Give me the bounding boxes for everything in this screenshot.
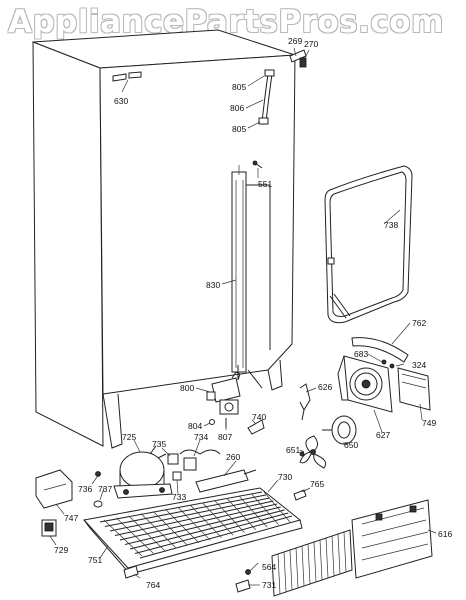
grille-616	[351, 499, 433, 579]
clip-764	[123, 565, 139, 579]
grille-slat	[313, 541, 317, 583]
label-616: 616	[438, 529, 452, 539]
label-805b: 805	[232, 124, 246, 134]
label-747: 747	[64, 513, 78, 523]
washer-804	[209, 419, 215, 425]
label-551: 551	[258, 179, 272, 189]
bracket-740	[247, 419, 265, 435]
grille-slat	[319, 539, 323, 581]
grille-slat	[301, 545, 305, 587]
coil-fin	[140, 513, 177, 549]
label-737: 737	[98, 484, 112, 494]
label-830: 830	[206, 280, 220, 290]
coil-fin	[152, 511, 188, 546]
label-729: 729	[54, 545, 68, 555]
coil-tube	[99, 491, 263, 523]
leader-lines	[49, 47, 437, 586]
motor-bracket	[299, 383, 311, 421]
label-765: 765	[310, 479, 324, 489]
coil-tube	[114, 500, 274, 536]
label-735: 735	[152, 439, 166, 449]
label-650: 650	[344, 440, 358, 450]
grille-slat	[331, 535, 335, 577]
clip-731	[235, 579, 251, 593]
label-733: 733	[172, 492, 186, 502]
condenser-coil	[99, 491, 293, 559]
coil-fin	[128, 515, 166, 552]
label-751: 751	[88, 555, 102, 565]
grille-slat	[343, 531, 347, 573]
coil-fin	[189, 504, 222, 538]
label-749: 749	[422, 418, 436, 428]
coil-fin	[251, 493, 279, 525]
coil-tube	[104, 494, 266, 527]
coil-fin	[214, 500, 245, 533]
label-683: 683	[354, 349, 368, 359]
label-324: 324	[412, 360, 426, 370]
label-731: 731	[262, 580, 276, 590]
compressor	[113, 445, 173, 499]
grille-slat	[289, 549, 293, 591]
coil-fin	[103, 519, 143, 557]
grille-slat	[283, 551, 287, 593]
label-764: 764	[146, 580, 160, 590]
heater-loop	[324, 165, 413, 324]
label-807: 807	[218, 432, 232, 442]
label-730: 730	[278, 472, 292, 482]
water-valve	[206, 371, 241, 415]
coil-fin	[202, 502, 234, 536]
front-grille-564	[271, 529, 353, 597]
label-651: 651	[286, 445, 300, 455]
label-260: 260	[226, 452, 240, 462]
label-800: 800	[180, 383, 194, 393]
label-626: 626	[318, 382, 332, 392]
grille-slat	[307, 543, 311, 585]
grille-slat	[295, 547, 299, 589]
screw-564	[245, 569, 251, 575]
label-736: 736	[78, 484, 92, 494]
coil-fin	[263, 491, 291, 523]
label-734: 734	[194, 432, 208, 442]
label-762: 762	[412, 318, 426, 328]
label-806: 806	[230, 103, 244, 113]
label-564: 564	[262, 562, 276, 572]
part-labels: 630 269 270 805 806 805 551 738 830 762 …	[54, 36, 452, 590]
grommet-737	[93, 500, 103, 508]
coil-fin	[177, 506, 211, 541]
clip-part	[252, 160, 263, 169]
label-270: 270	[304, 39, 318, 49]
fan-motor	[299, 415, 357, 469]
grille-slat	[277, 553, 281, 595]
label-738: 738	[384, 220, 398, 230]
coil-tube	[139, 515, 293, 559]
coil-fin	[226, 498, 257, 531]
drain-tube	[258, 69, 275, 125]
cabinet	[32, 29, 296, 449]
grille-slat	[325, 537, 329, 579]
bracket-729	[41, 519, 57, 537]
terminal-cover-747	[35, 469, 73, 509]
filter-drier	[195, 469, 257, 493]
screw-736	[95, 471, 101, 477]
label-627: 627	[376, 430, 390, 440]
coil-fin	[239, 496, 268, 528]
label-630: 630	[114, 96, 128, 106]
label-725: 725	[122, 432, 136, 442]
label-804: 804	[188, 421, 202, 431]
label-740: 740	[252, 412, 266, 422]
relay-parts	[167, 449, 221, 481]
grille-slat	[337, 533, 341, 575]
coil-tube	[109, 497, 270, 532]
label-805a: 805	[232, 82, 246, 92]
coil-tube	[119, 503, 278, 541]
coil-fin	[165, 508, 200, 544]
label-269: 269	[288, 36, 302, 46]
clip-765	[293, 489, 307, 501]
condenser-fan-shroud	[337, 337, 431, 413]
coil-fin	[116, 517, 154, 554]
